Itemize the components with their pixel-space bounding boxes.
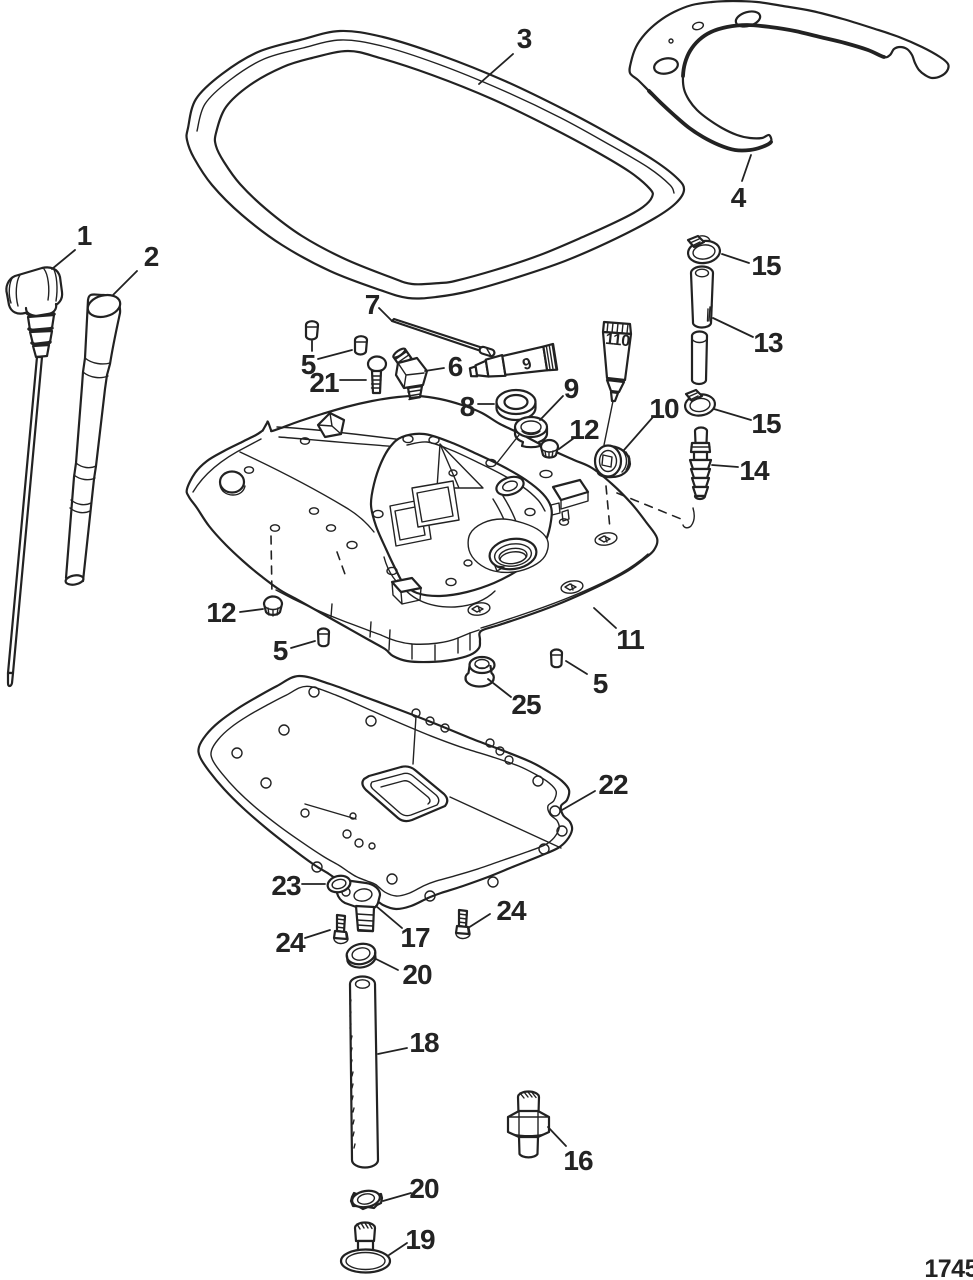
part-gasket-22 [197, 674, 574, 911]
part-seal-8 [495, 388, 537, 422]
callout-20b: 20 [409, 1173, 439, 1204]
callout-1: 1 [77, 220, 92, 251]
part-dipstick-1 [5, 266, 64, 688]
callout-24a: 24 [275, 927, 306, 958]
part-elbow-fitting-6 [392, 347, 429, 401]
part-screw-24a [332, 913, 349, 945]
part-rod-7 [390, 317, 496, 358]
part-dipstick-tube-2 [64, 293, 122, 586]
part-hose-13-upper [689, 265, 715, 329]
callout-21: 21 [309, 367, 339, 398]
part-dowel-pin-5b [353, 335, 369, 356]
part-dowel-pin-5c [316, 627, 331, 648]
part-plug-12b [262, 595, 284, 617]
callout-2: 2 [144, 241, 159, 272]
callout-9: 9 [564, 373, 579, 404]
part-exhaust-plate-4 [628, 0, 950, 153]
part-sealant-tube-9 [468, 342, 559, 378]
part-plug-25 [464, 655, 496, 688]
callout-23: 23 [271, 870, 301, 901]
callout-17: 17 [400, 922, 430, 953]
callout-5a: 5 [301, 349, 316, 380]
part-grommet-9 [513, 415, 549, 449]
part-plug-12a [539, 438, 560, 459]
callout-6: 6 [448, 351, 463, 382]
callout-8: 8 [460, 391, 475, 422]
callout-3: 3 [517, 23, 532, 54]
part-screw-21 [366, 355, 388, 395]
callout-15b: 15 [751, 408, 781, 439]
callout-5b: 5 [273, 635, 288, 666]
part-seal-20a [345, 942, 377, 969]
part-sealant-tube-110 [601, 320, 633, 446]
part-hose-13-lower [690, 330, 709, 386]
callout-12a: 12 [569, 414, 599, 445]
callout-15a: 15 [751, 250, 781, 281]
part-dowel-pin-5a [304, 320, 320, 341]
callout-10: 10 [649, 393, 679, 424]
callout-4: 4 [731, 182, 747, 213]
sealant-tube-110-label: 110 [604, 331, 631, 351]
part-fitting-14 [688, 426, 713, 501]
part-plug-19 [339, 1221, 392, 1274]
part-screw-24b [454, 908, 471, 940]
callout-19: 19 [405, 1224, 435, 1255]
callout-16: 16 [563, 1145, 593, 1176]
part-hose-clamp-15b [683, 388, 717, 417]
callout-14: 14 [739, 455, 770, 486]
callout-5c: 5 [593, 668, 608, 699]
drawing-number: 1745 [924, 1255, 973, 1280]
part-nut-20b [349, 1189, 384, 1211]
part-tube-18 [348, 975, 380, 1169]
part-oring-23 [326, 874, 352, 894]
leader-lines [51, 53, 754, 1256]
part-seal-ring-3 [185, 29, 686, 300]
callout-12b: 12 [206, 597, 236, 628]
callout-25: 25 [511, 689, 541, 720]
part-plug-10 [593, 444, 632, 479]
callout-24b: 24 [496, 895, 527, 926]
part-hose-clamp-15a [686, 234, 722, 265]
callout-20a: 20 [402, 959, 432, 990]
part-adapter-plate-11 [185, 394, 696, 664]
callout-11: 11 [616, 624, 644, 655]
callout-7: 7 [365, 289, 380, 320]
callout-22: 22 [598, 769, 628, 800]
part-dowel-pin-5d [549, 648, 564, 669]
callout-18: 18 [409, 1027, 439, 1058]
callout-13: 13 [753, 327, 783, 358]
part-union-16 [506, 1090, 551, 1159]
